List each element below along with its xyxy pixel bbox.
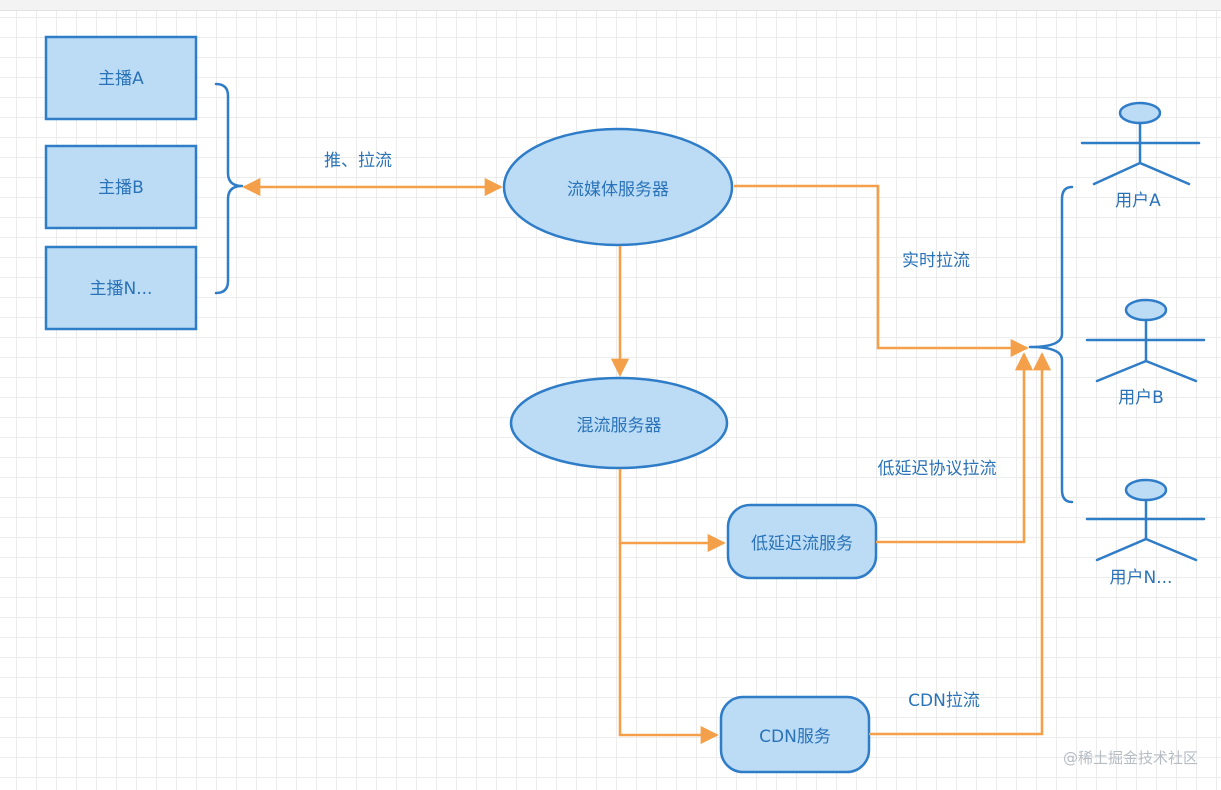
streamer-n-label: 主播N... bbox=[90, 279, 153, 299]
user-a-label: 用户A bbox=[1115, 191, 1161, 211]
mix-to-low-latency-arrow bbox=[618, 469, 726, 553]
mix-server-node[interactable]: 混流服务器 bbox=[509, 376, 729, 470]
user-b-actor[interactable]: 用户B bbox=[1085, 298, 1206, 408]
mix-to-cdn-arrow bbox=[618, 543, 719, 745]
users-brace bbox=[1028, 185, 1074, 504]
user-n-label: 用户N... bbox=[1110, 568, 1173, 588]
media-server-node[interactable]: 流媒体服务器 bbox=[502, 127, 734, 247]
canvas-top-bar bbox=[0, 0, 1221, 11]
cdn-service-label: CDN服务 bbox=[759, 727, 831, 747]
watermark: @稀土掘金技术社区 bbox=[1063, 749, 1198, 767]
streamer-n-node[interactable]: 主播N... bbox=[44, 245, 198, 331]
realtime-pull-arrow bbox=[734, 184, 1029, 358]
user-n-actor[interactable]: 用户N... bbox=[1085, 478, 1206, 588]
low-latency-service-node[interactable]: 低延迟流服务 bbox=[726, 503, 878, 580]
user-b-label: 用户B bbox=[1118, 388, 1164, 408]
streamer-a-label: 主播A bbox=[98, 69, 144, 89]
mix-server-label: 混流服务器 bbox=[577, 416, 662, 436]
streamer-a-node[interactable]: 主播A bbox=[44, 35, 198, 121]
realtime-pull-label: 实时拉流 bbox=[902, 251, 970, 271]
push-pull-label: 推、拉流 bbox=[324, 151, 392, 171]
user-b-icon bbox=[1124, 298, 1168, 322]
streamer-b-label: 主播B bbox=[98, 178, 144, 198]
cdn-pull-arrow bbox=[869, 352, 1052, 736]
user-a-icon bbox=[1118, 101, 1162, 125]
cdn-service-node[interactable]: CDN服务 bbox=[719, 695, 871, 774]
low-latency-pull-arrow bbox=[876, 352, 1034, 544]
user-n-icon bbox=[1124, 478, 1168, 502]
media-server-label: 流媒体服务器 bbox=[567, 180, 669, 200]
user-a-actor[interactable]: 用户A bbox=[1080, 101, 1201, 211]
cdn-pull-label: CDN拉流 bbox=[908, 691, 980, 711]
low-latency-service-label: 低延迟流服务 bbox=[751, 534, 853, 554]
streamer-b-node[interactable]: 主播B bbox=[44, 144, 198, 230]
low-latency-pull-label: 低延迟协议拉流 bbox=[878, 459, 997, 479]
streamers-brace bbox=[214, 82, 244, 295]
